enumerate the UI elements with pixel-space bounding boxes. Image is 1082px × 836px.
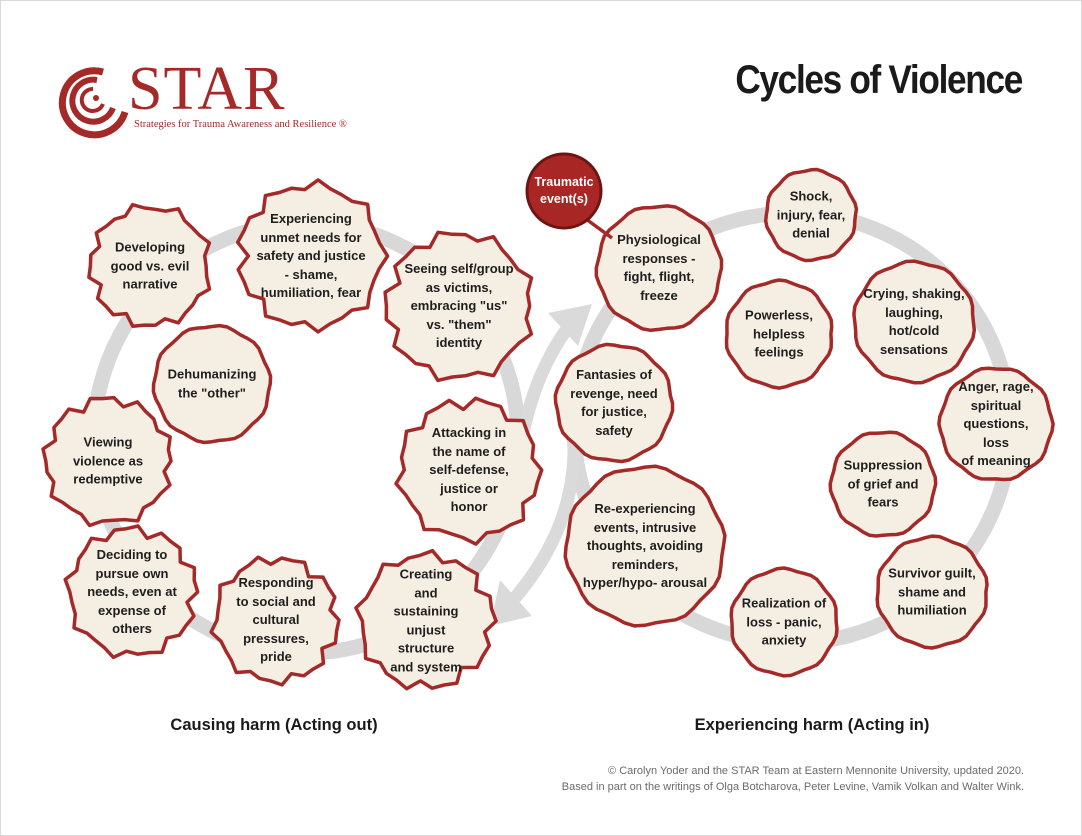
acting-in-label: Experiencing harm (Acting in) [694,716,930,734]
cycle-node-shape-19 [729,566,839,678]
cycle-node-shape-17 [563,464,727,628]
crossing-band-down [510,437,581,603]
cycle-node-shape-12 [724,278,834,390]
cycle-node-shape-2 [235,178,390,334]
trigger-shape [525,152,603,230]
cycle-node-shape-11 [763,167,859,263]
crossing-arrow-down [490,580,532,626]
cycle-node-shape-16 [828,430,938,538]
cycle-node-shape-6 [394,396,544,546]
cycle-node-shape-7 [63,524,200,660]
acting-out-label: Causing harm (Acting out) [170,716,378,734]
cycle-node-shape-8 [209,555,341,687]
credit-line-1: © Carolyn Yoder and the STAR Team at Eas… [608,765,1024,777]
cycle-node-shape-3 [383,230,534,383]
cycle-node-shape-15 [937,366,1055,482]
star-spiral-icon [58,67,129,139]
cycle-node-shape-5 [41,395,173,528]
cycle-node-shape-10 [594,204,724,333]
page-title: Cycles of Violence [735,58,1023,102]
cycle-node-shape-4 [151,323,273,445]
logo-tagline: Strategies for Trauma Awareness and Resi… [134,119,347,130]
crossing-arrow-up [548,304,592,346]
cycle-node-shape-13 [852,259,977,385]
credit-line-2: Based in part on the writings of Olga Bo… [561,781,1024,793]
cycle-node-shape-14 [553,342,675,464]
cycle-node-shape-1 [87,202,212,329]
cycle-node-shape-9 [354,548,498,691]
trigger-connector [584,217,614,240]
logo-wordmark: STAR [128,55,286,123]
cycle-node-shape-18 [875,534,989,650]
